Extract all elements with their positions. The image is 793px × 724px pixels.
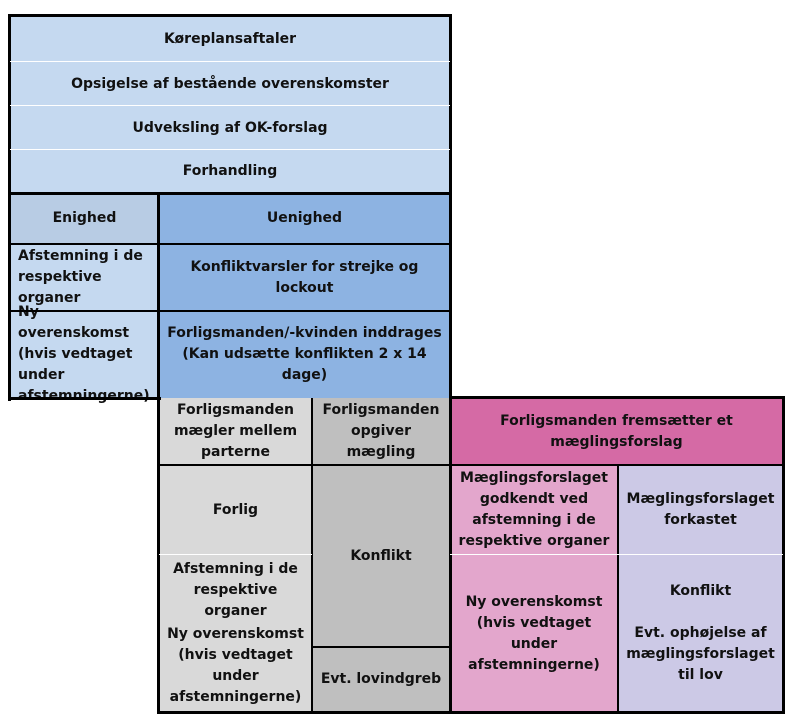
forslag-ny-overenskomst: Ny overenskomst (hvis vedtaget under afs… xyxy=(450,555,618,712)
divider xyxy=(10,61,450,62)
forlig: Forlig xyxy=(159,465,312,555)
uenighed-forligsmand: Forligsmanden/-kvinden inddrages (Kan ud… xyxy=(159,311,450,398)
opgiver-maegling: Forligsmanden opgiver mægling xyxy=(312,398,450,465)
maegler-mellem-parterne: Forligsmanden mægler mellem parterne xyxy=(159,398,312,465)
border xyxy=(8,397,161,400)
border xyxy=(449,14,452,398)
divider xyxy=(312,646,450,648)
uenighed-header: Uenighed xyxy=(159,193,450,244)
border xyxy=(8,14,11,401)
forkastet-konflikt-ophoejelse: Konflikt Evt. ophøjelse af mæglingsforsl… xyxy=(618,555,783,712)
maeglingsforslag-forkastet: Mæglingsforslaget forkastet xyxy=(618,465,783,555)
step-koereplansaftaler: Køreplansaftaler xyxy=(10,17,450,62)
enighed-ny-overenskomst: Ny overenskomst (hvis vedtaget under afs… xyxy=(10,304,159,404)
divider xyxy=(10,310,450,312)
divider xyxy=(159,554,312,555)
maeglingsforslag-header: Forligsmanden fremsætter et mæglingsfors… xyxy=(450,398,783,465)
divider xyxy=(450,554,783,555)
border xyxy=(449,396,785,399)
divider xyxy=(10,105,450,106)
step-forhandling: Forhandling xyxy=(10,150,450,193)
divider xyxy=(8,243,452,245)
opgiver-konflikt: Konflikt xyxy=(312,465,450,647)
enighed-afstemning: Afstemning i de respektive organer xyxy=(10,244,159,311)
divider xyxy=(617,465,619,712)
divider xyxy=(10,149,450,150)
divider xyxy=(8,192,452,195)
step-udveksling: Udveksling af OK-forslag xyxy=(10,106,450,150)
divider xyxy=(157,193,160,398)
enighed-header: Enighed xyxy=(10,193,159,244)
forlig-afstemning-ny-overenskomst: Afstemning i de respektive organer Ny ov… xyxy=(159,555,312,712)
uenighed-konfliktvarsler: Konfliktvarsler for strejke og lockout xyxy=(159,244,450,311)
lovindgreb: Evt. lovindgreb xyxy=(312,647,450,712)
border xyxy=(157,711,785,714)
divider xyxy=(311,398,313,712)
border xyxy=(157,398,160,714)
step-opsigelse: Opsigelse af bestående overenskomster xyxy=(10,62,450,106)
border xyxy=(782,396,785,714)
maeglingsforslag-godkendt: Mæglingsforslaget godkendt ved afstemnin… xyxy=(450,465,618,555)
border xyxy=(8,14,452,17)
divider xyxy=(449,398,452,712)
divider xyxy=(159,464,783,466)
